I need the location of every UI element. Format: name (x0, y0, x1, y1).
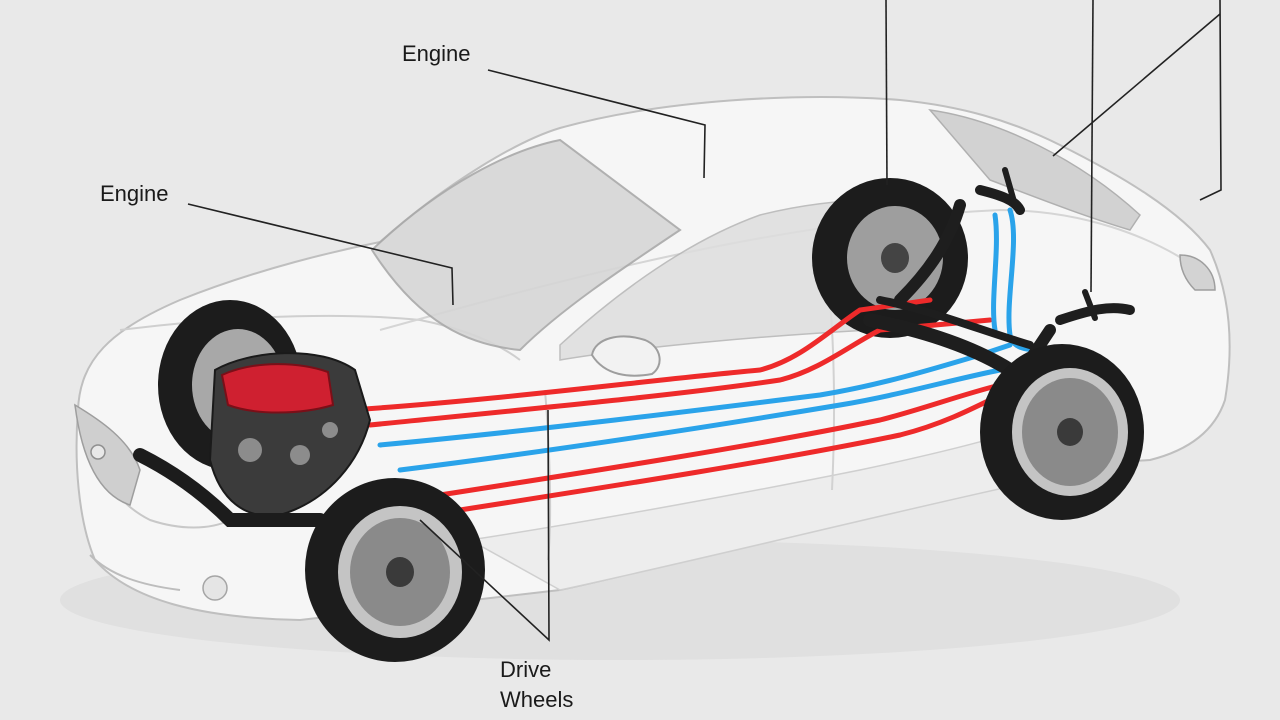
red-flow-line (347, 297, 933, 413)
drive-wheels-label: Drive Wheels (500, 655, 573, 715)
leader-line-engine-left (187, 203, 454, 306)
red-flow-line (367, 317, 993, 428)
leader-line-engine-top (487, 69, 706, 179)
leader-line-drive-wheels (419, 409, 550, 642)
leader-lines (187, 0, 1222, 642)
leader-line-top-2 (1090, 0, 1094, 293)
wheel-icon (980, 344, 1144, 520)
rear-window (928, 108, 1141, 231)
blue-flow-line (1006, 207, 1043, 353)
mirror-icon (590, 335, 661, 377)
leader-line-top-4 (1052, 13, 1221, 157)
power-flow-lines (347, 207, 1043, 513)
drive-wheels-label-line2: Wheels (500, 687, 574, 712)
blue-flow-line (377, 342, 1013, 448)
blue-flow-line (991, 212, 999, 333)
red-flow-line (457, 392, 1003, 513)
engine-label-top: Engine (402, 41, 471, 66)
leader-line-top-1 (885, 0, 888, 186)
windshield (370, 138, 682, 352)
wheel-icon (305, 478, 485, 662)
engine-label-left: Engine (100, 181, 169, 206)
blue-flow-line (397, 367, 1003, 473)
taillight (1179, 254, 1216, 291)
red-flow-line (437, 382, 1003, 498)
drive-wheels-label-line1: Drive (500, 657, 552, 682)
engine-icon (133, 352, 372, 527)
windows (370, 108, 1141, 361)
engine-cover (220, 363, 335, 414)
headlight-icon (74, 403, 228, 601)
leader-line-top-3 (1199, 0, 1222, 201)
